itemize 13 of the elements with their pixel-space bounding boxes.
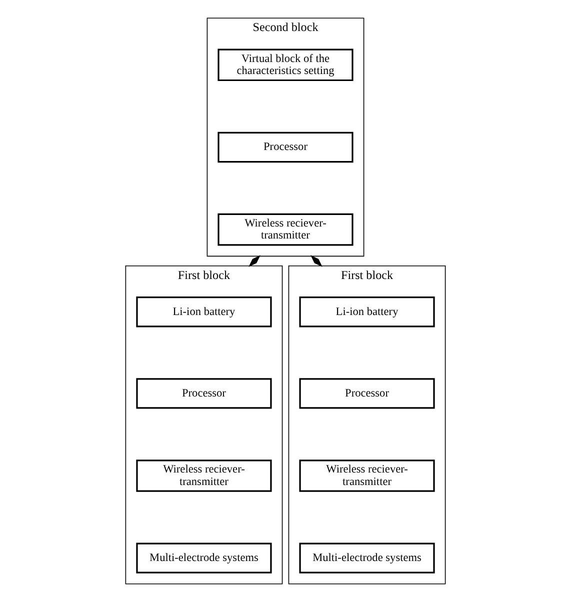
node-box: Multi-electrode systems xyxy=(136,542,272,574)
node-box: Virtual block of the characteristics setting xyxy=(218,48,354,82)
node-box: Wireless reciever-transmitter xyxy=(136,460,272,492)
node-box: Processor xyxy=(218,132,354,163)
arrow xyxy=(248,255,260,267)
node-box: Wireless reciever-transmitter xyxy=(299,460,435,492)
arrow xyxy=(310,255,322,267)
node-box: Li-ion battery xyxy=(136,296,272,328)
node-box: Wireless reciever-transmitter xyxy=(218,213,354,246)
node-box: Multi-electrode systems xyxy=(299,542,435,574)
node-box: Li-ion battery xyxy=(299,296,435,328)
node-box: Processor xyxy=(136,378,272,409)
node-box: Processor xyxy=(299,378,435,409)
